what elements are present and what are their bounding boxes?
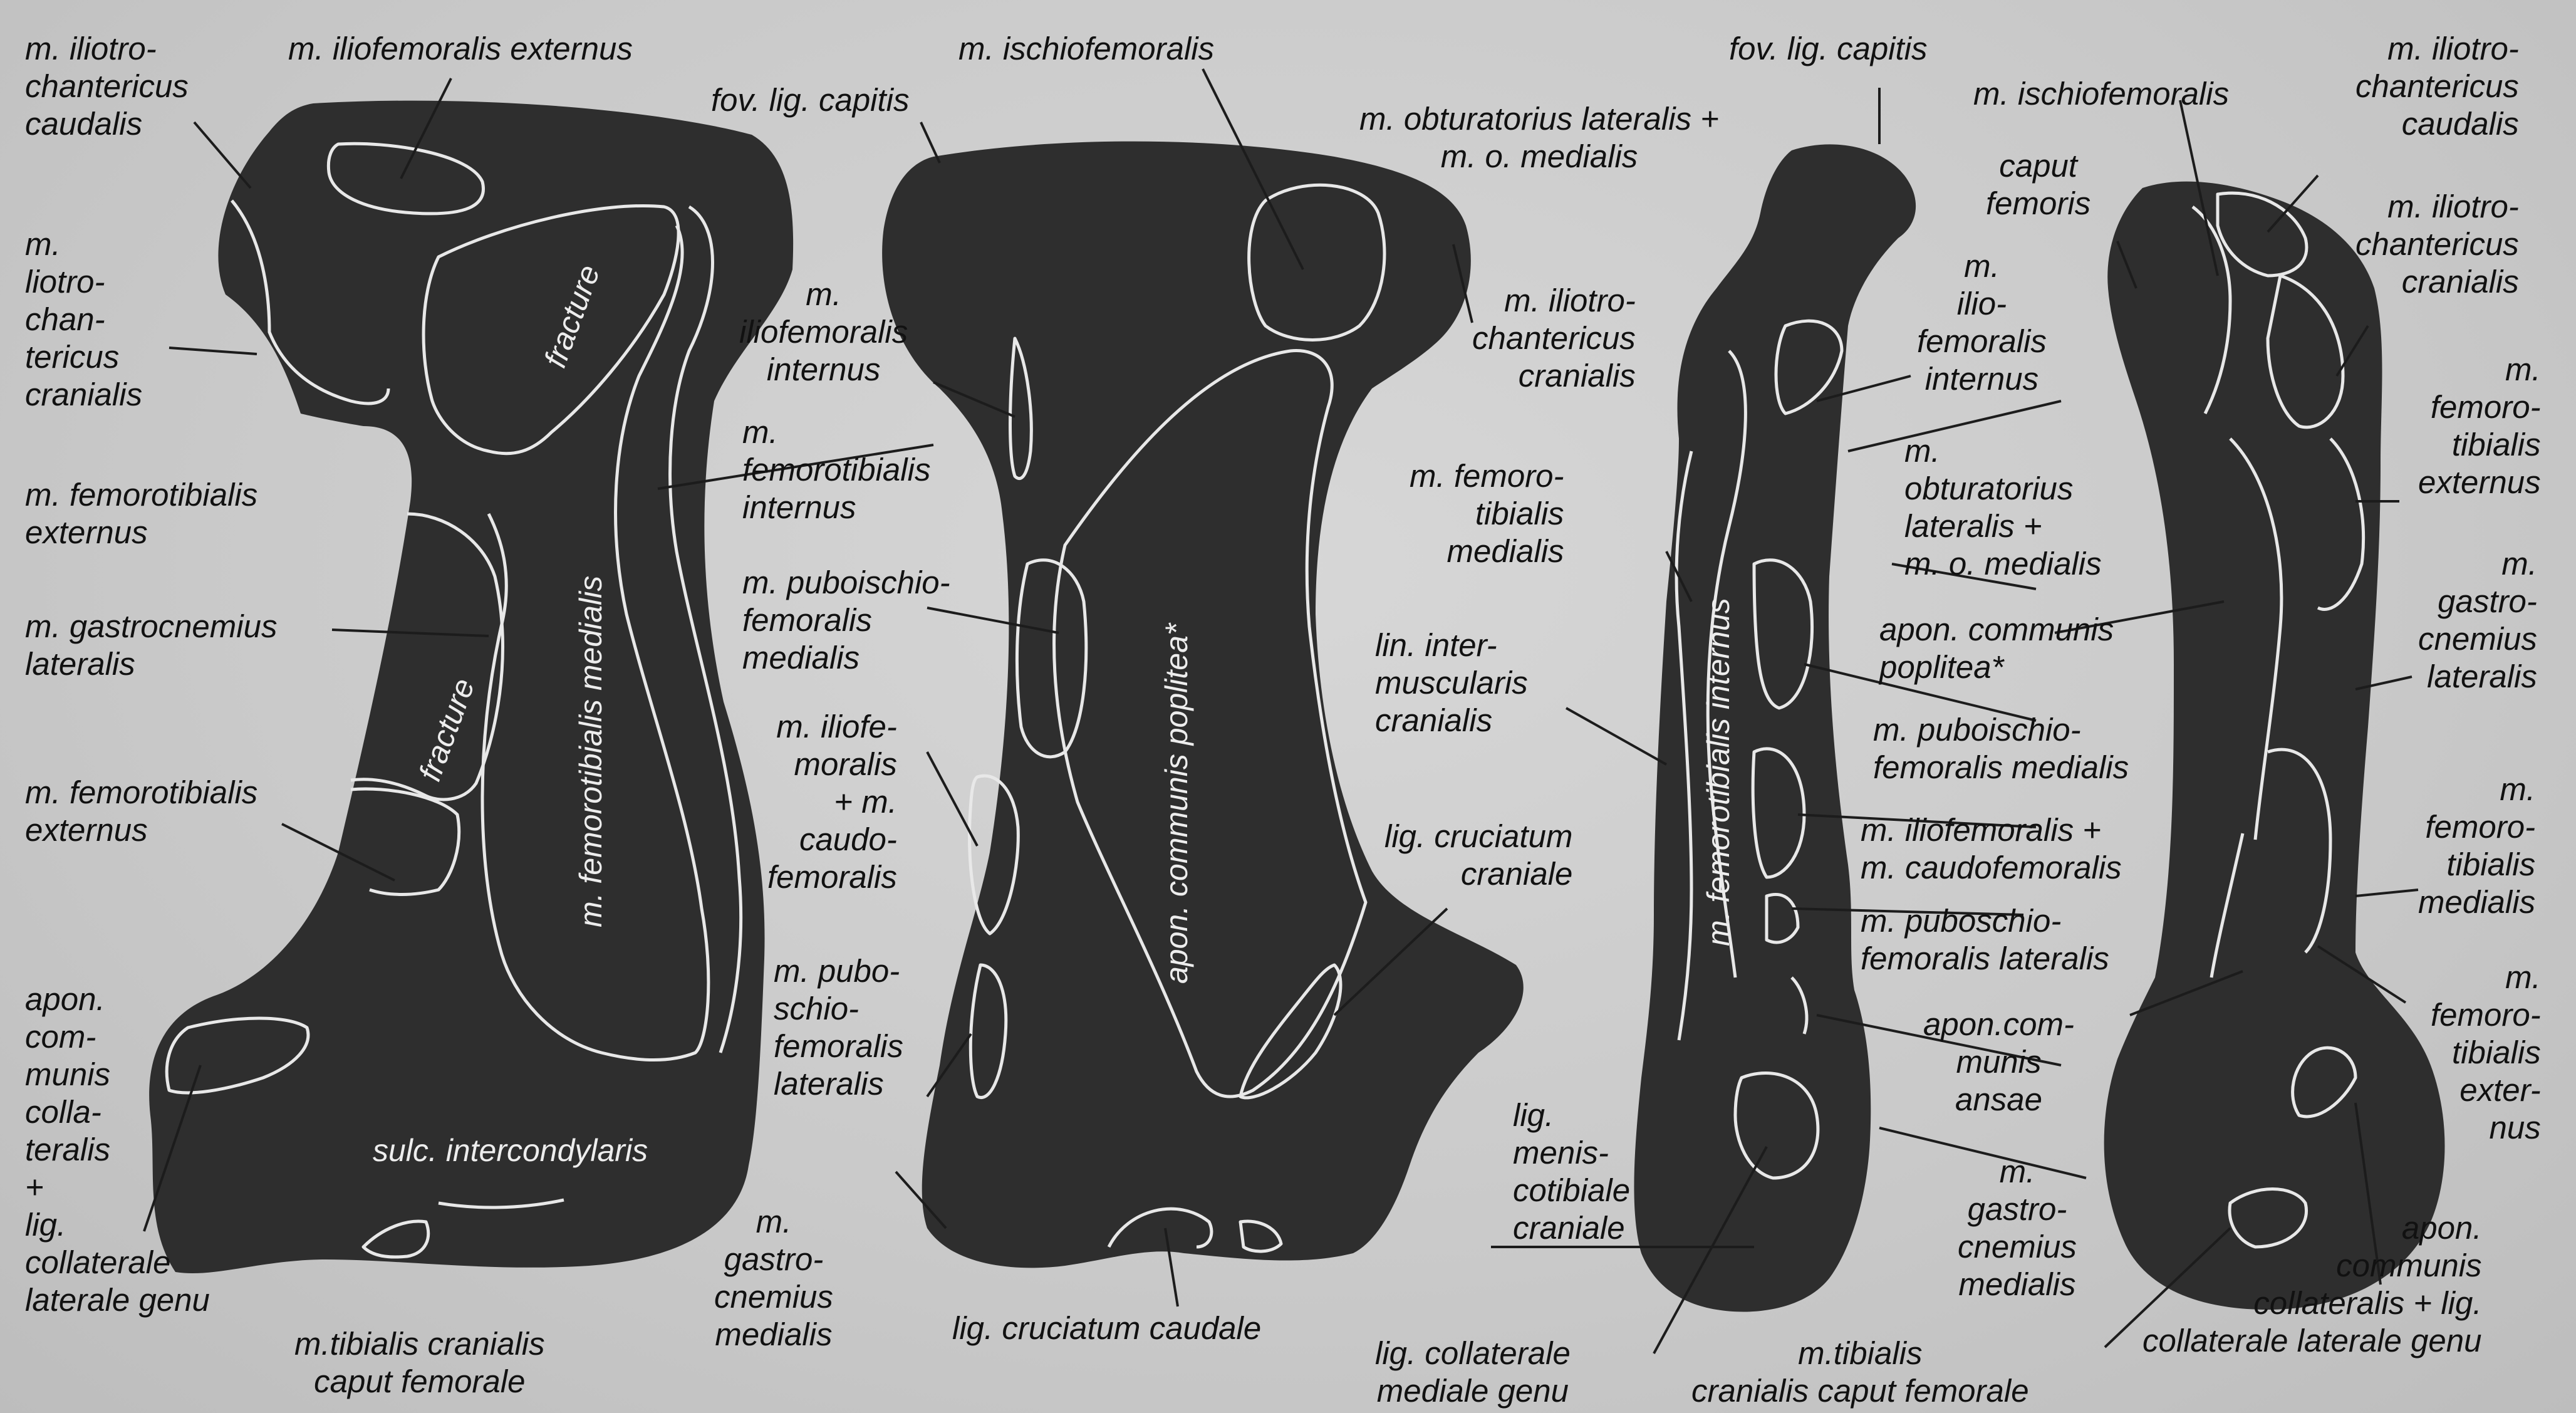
- label-puboischiofemoralis-lateralis-4: m. puboschio- femoralis lateralis: [1861, 902, 2109, 978]
- label-fov-lig-capitis-3: fov. lig. capitis: [1729, 30, 1928, 68]
- label-obturatorius-4: m. obturatorius lateralis + m. o. medial…: [1904, 432, 2102, 583]
- label-apon-communis-ansae: apon.com- munis ansae: [1923, 1006, 2074, 1118]
- femur-view-4: [2104, 182, 2445, 1310]
- label-iliofemoralis-caudofemoralis: m. iliofe- moralis + m. caudo- femoralis: [767, 708, 897, 896]
- label-ischiofemoralis-4: m. ischiofemoralis: [1973, 75, 2229, 113]
- label-caput-femoris: caput femoris: [1986, 147, 2090, 222]
- label-iliofemoralis-internus-4: m. ilio- femoralis internus: [1917, 248, 2047, 398]
- femur-view-1: fracture fracture m. femorotibialis medi…: [149, 101, 793, 1273]
- label-femorotibialis-medialis-4: m. femoro- tibialis medialis: [2418, 771, 2535, 921]
- label-iliotrochantericus-caudalis-4: m. iliotro- chantericus caudalis: [2355, 30, 2519, 143]
- label-iliofemoralis-externus: m. iliofemoralis externus: [288, 30, 633, 68]
- label-femorotibialis-internus-inner: m. femorotibialis internus: [1701, 598, 1736, 946]
- label-fov-lig-capitis: fov. lig. capitis: [711, 81, 910, 119]
- label-gastrocnemius-medialis-4: m. gastro- cnemius medialis: [1958, 1153, 2077, 1303]
- label-femorotibialis-internus: m. femorotibialis internus: [742, 414, 930, 526]
- femur-bone-view-4: [2104, 182, 2445, 1310]
- label-iliotrochantericus-caudalis: m. iliotro- chantericus caudalis: [25, 30, 189, 143]
- label-lig-cruciatum-caudale: lig. cruciatum caudale: [952, 1310, 1261, 1347]
- label-femorotibialis-medialis-inner: m. femorotibialis medialis: [573, 576, 608, 927]
- label-iliotrochantericus-cranialis-4: m. iliotro- chantericus cranialis: [2355, 188, 2519, 301]
- label-femorotibialis-externus-lower: m. femorotibialis externus: [25, 774, 257, 849]
- label-puboischiofemoralis-lateralis: m. pubo- schio- femoralis lateralis: [774, 952, 903, 1103]
- label-apon-communis-poplitea: apon. communis poplitea*: [1159, 622, 1194, 984]
- label-iliofemoralis-internus: m. iliofemoralis internus: [739, 276, 908, 388]
- label-iliotrochantericus-cranialis: m. liotro- chan- tericus cranialis: [25, 226, 142, 414]
- label-apon-communis-collateralis-4: apon. communis collateralis + lig. colla…: [2142, 1209, 2482, 1360]
- label-lig-collaterale-mediale: lig. collaterale mediale genu: [1375, 1335, 1571, 1410]
- label-puboischiofemoralis-medialis: m. puboischio- femoralis medialis: [742, 564, 950, 677]
- label-gastrocnemius-lateralis-4: m. gastro- cnemius lateralis: [2418, 545, 2537, 696]
- label-apon-communis-collateralis: apon. com- munis colla- teralis + lig. c…: [25, 981, 210, 1319]
- label-lig-meniscotibiale: lig. menis- cotibiale craniale: [1513, 1097, 1630, 1247]
- label-femorotibialis-medialis-3: m. femoro- tibialis medialis: [1410, 457, 1564, 570]
- label-femorotibialis-externus-lower-4: m. femoro- tibialis exter- nus: [2431, 959, 2541, 1147]
- label-gastrocnemius-medialis: m. gastro- cnemius medialis: [714, 1203, 833, 1353]
- label-iliofemoralis-caudofemoralis-4: m. iliofemoralis + m. caudofemoralis: [1861, 811, 2122, 887]
- label-lig-cruciatum-craniale: lig. cruciatum craniale: [1384, 818, 1572, 893]
- label-sulc-intercondylaris: sulc. intercondylaris: [373, 1133, 648, 1168]
- label-puboischiofemoralis-medialis-4: m. puboischio- femoralis medialis: [1873, 711, 2129, 786]
- label-femorotibialis-externus-4: m. femoro- tibialis externus: [2418, 351, 2541, 501]
- label-tibialis-cranialis-3: m.tibialis cranialis caput femorale: [1691, 1335, 2029, 1410]
- label-apon-communis-poplitea-4: apon. communis poplitea*: [1879, 611, 2114, 686]
- label-iliotrochantericus-cranialis-3: m. iliotro- chantericus cranialis: [1472, 282, 1636, 395]
- label-lin-intermuscularis: lin. inter- muscularis cranialis: [1375, 627, 1528, 739]
- label-tibialis-cranialis: m.tibialis cranialis caput femorale: [294, 1325, 545, 1400]
- label-obturatorius: m. obturatorius lateralis + m. o. medial…: [1359, 100, 1719, 175]
- label-femorotibialis-externus-upper: m. femorotibialis externus: [25, 476, 257, 551]
- label-ischiofemoralis: m. ischiofemoralis: [958, 30, 1214, 68]
- label-gastrocnemius-lateralis: m. gastrocnemius lateralis: [25, 608, 277, 683]
